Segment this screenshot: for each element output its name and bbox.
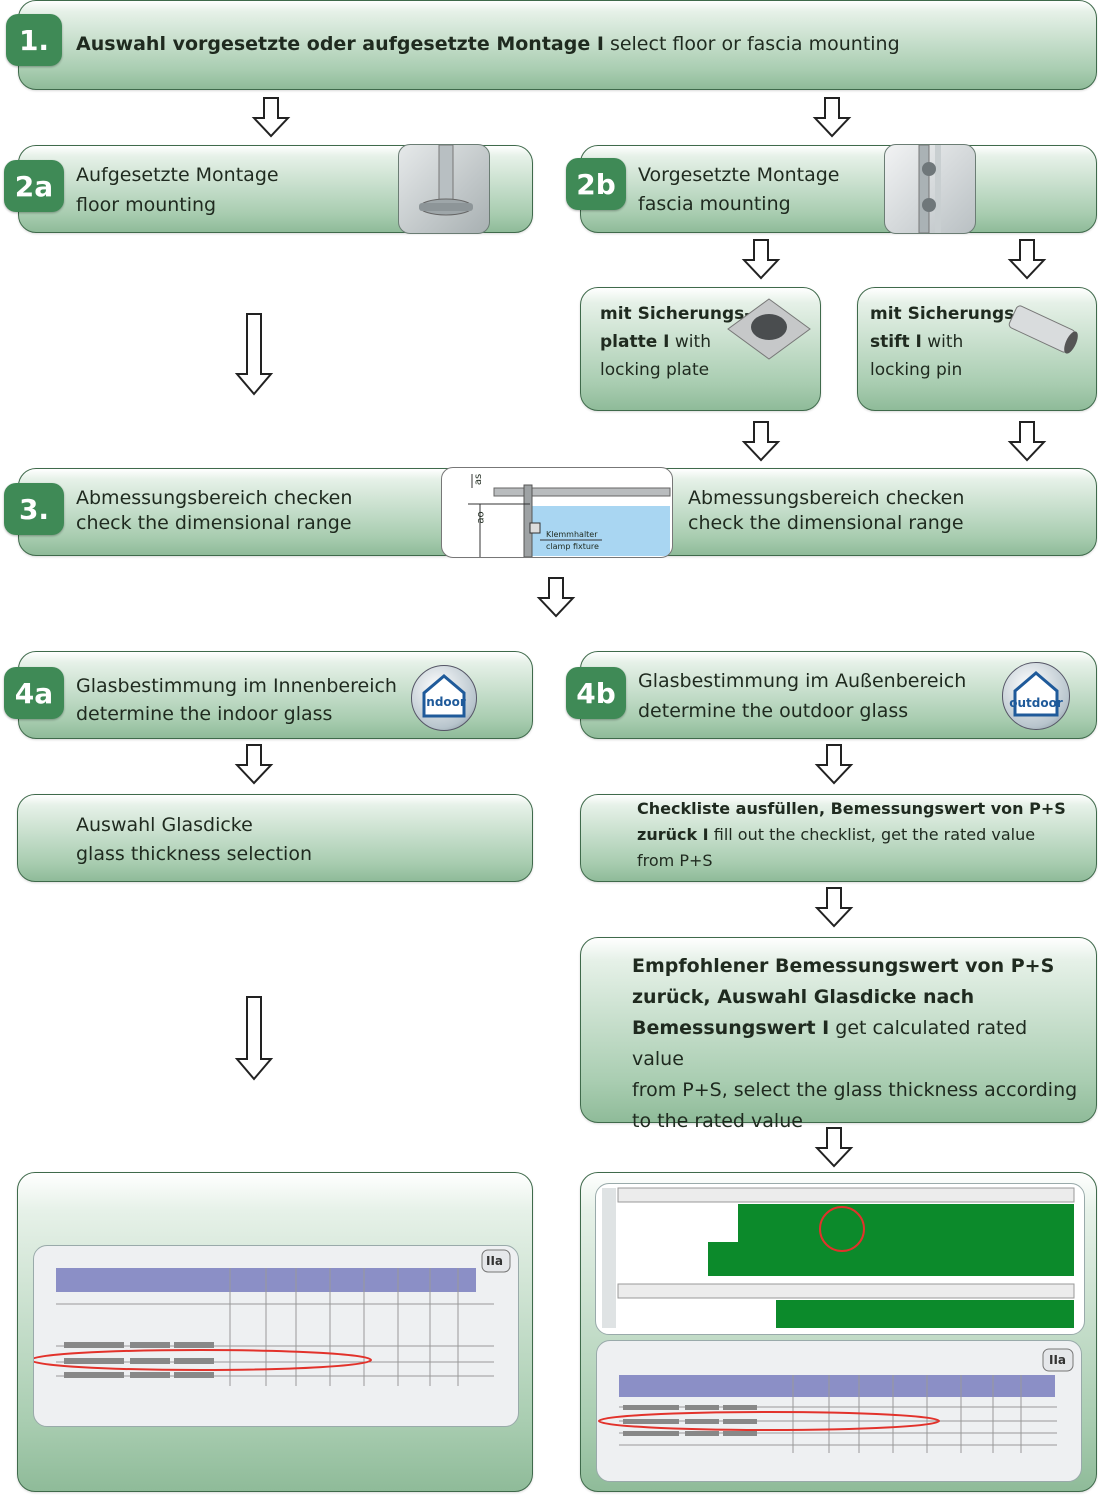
step4a-line1: Glasbestimmung im Innenbereich [76, 675, 397, 697]
rated-value-box [580, 937, 1097, 1123]
step2a-badge: 2a [4, 160, 64, 212]
down-arrow-icon [741, 421, 781, 462]
floor-mount-photo [398, 144, 490, 234]
glass-selection-line1: Auswahl Glasdicke [76, 814, 253, 836]
indoor-icon: indoor [411, 665, 477, 731]
step4b-line2: determine the outdoor glass [638, 700, 909, 722]
step3-right-line2: check the dimensional range [688, 512, 964, 534]
down-arrow-icon [814, 744, 854, 785]
step2a-line1: Aufgesetzte Montage [76, 164, 279, 186]
step2b-line1: Vorgesetzte Montage [638, 164, 840, 186]
clamp-label-en: clamp fixture [546, 542, 599, 551]
down-arrow-icon [251, 97, 291, 138]
checklist-text: Checkliste ausfüllen, Bemessungswert von… [637, 799, 1066, 870]
outdoor-icon: outdoor [1002, 662, 1070, 730]
step3-left-line1: Abmessungsbereich checken [76, 487, 353, 509]
down-arrow-icon [1007, 239, 1047, 280]
down-arrow-icon [1007, 421, 1047, 462]
locking-plate-icon [727, 298, 811, 360]
step3-right-line1: Abmessungsbereich checken [688, 487, 965, 509]
checklist-box [580, 794, 1097, 882]
step2b-box [580, 145, 1097, 233]
locking-pin-icon [1008, 305, 1078, 354]
step2a-line2: floor mounting [76, 194, 217, 216]
down-arrow-icon [234, 313, 274, 396]
fascia-mount-photo [884, 144, 976, 234]
clamp-label-de: Klemmhalter [546, 530, 598, 539]
outdoor-table-screenshot: IIa [596, 1340, 1082, 1482]
down-arrow-icon [812, 97, 852, 138]
table-tag: IIa [1049, 1353, 1067, 1367]
dimension-diagram: as ao Klemmhalter clamp fixture [441, 467, 673, 558]
step4b-badge: 4b [566, 667, 626, 719]
down-arrow-icon [234, 744, 274, 785]
rated-value-table [595, 1183, 1085, 1335]
step1-badge: 1. [6, 14, 62, 66]
as-label: as [473, 473, 485, 486]
step3-badge: 3. [4, 483, 64, 535]
step4a-line2: determine the indoor glass [76, 703, 333, 725]
ao-label: ao [475, 511, 487, 524]
step1-text: Auswahl vorgesetzte oder aufgesetzte Mon… [76, 33, 900, 55]
step2b-badge: 2b [566, 158, 626, 210]
locking-pin-box [857, 287, 1097, 411]
down-arrow-icon [234, 996, 274, 1081]
down-arrow-icon [741, 239, 781, 280]
table-tag: IIa [486, 1254, 504, 1268]
down-arrow-icon [814, 1127, 854, 1168]
step3-left-line2: check the dimensional range [76, 512, 352, 534]
down-arrow-icon [814, 887, 854, 928]
glass-selection-box [17, 794, 533, 882]
indoor-table-screenshot: IIa [33, 1245, 519, 1427]
step4b-line1: Glasbestimmung im Außenbereich [638, 670, 967, 692]
glass-selection-line2: glass thickness selection [76, 843, 313, 865]
step4a-badge: 4a [4, 667, 64, 719]
down-arrow-icon [536, 577, 576, 618]
step2b-line2: fascia mounting [638, 193, 791, 215]
step1-box [18, 0, 1097, 90]
